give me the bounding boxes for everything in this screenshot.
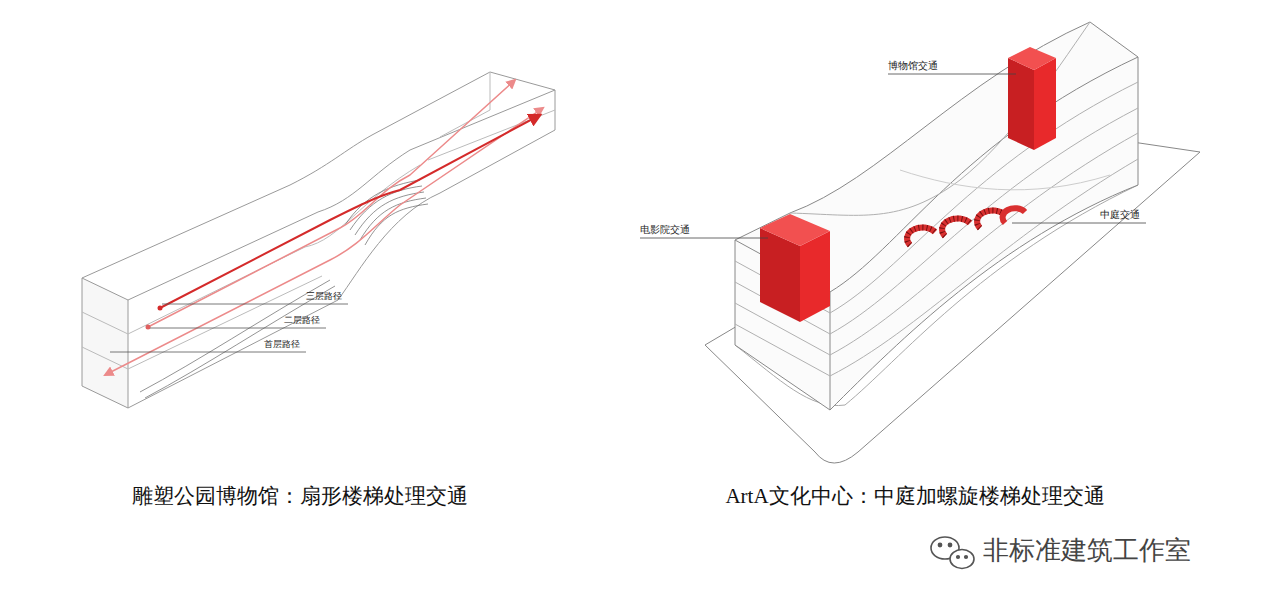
floor-line	[735, 108, 1138, 334]
caption: ArtA文化中心：中庭加螺旋楼梯处理交通	[725, 484, 1104, 508]
spiral-stair	[907, 227, 935, 245]
leader-line	[888, 74, 1016, 75]
wechat-icon	[931, 537, 974, 569]
eye	[938, 543, 941, 546]
stair-line	[350, 186, 422, 230]
stair-line	[345, 180, 420, 225]
path-label: 首层路径	[264, 339, 300, 349]
route-line	[148, 80, 515, 327]
leader-line	[640, 238, 768, 239]
floor-line	[735, 133, 1138, 355]
stair-line	[365, 204, 428, 245]
edge	[440, 72, 490, 137]
edge	[410, 90, 555, 150]
museum-volume	[82, 72, 555, 408]
path-label: 二层路径	[284, 315, 320, 325]
callout-label: 中庭交通	[1100, 209, 1140, 221]
spiral-stairs	[907, 208, 1025, 245]
leader-line	[1012, 223, 1146, 224]
center-volume	[735, 22, 1138, 410]
fan-stair	[140, 180, 428, 398]
spiral-stair	[907, 227, 935, 245]
edge	[82, 185, 290, 278]
route-line	[105, 108, 543, 375]
core-face	[800, 231, 830, 322]
leader-line	[162, 304, 348, 305]
path-label: 三层路径	[306, 291, 342, 301]
leader-line	[150, 328, 326, 329]
edge	[372, 72, 555, 193]
core-face	[760, 214, 830, 246]
leader-line	[110, 352, 306, 353]
route-line	[160, 115, 540, 308]
callout-label: 博物馆交通	[888, 60, 938, 72]
floor-line	[82, 276, 322, 369]
core-face	[1034, 58, 1056, 150]
core-face	[1008, 58, 1034, 150]
caption: 雕塑公园博物馆：扇形楼梯处理交通	[132, 484, 468, 508]
route-dot	[146, 325, 151, 330]
end-face	[82, 278, 128, 408]
eye	[957, 556, 960, 559]
eye	[965, 556, 968, 559]
route-dot	[158, 306, 163, 311]
leader-lines	[640, 74, 1146, 238]
cinema-core	[760, 214, 830, 322]
watermark: 非标准建筑工作室	[983, 536, 1191, 566]
callout-label: 电影院交通	[640, 224, 690, 236]
spiral-stair	[942, 218, 970, 236]
eye	[948, 543, 951, 546]
twist-curve	[790, 22, 1090, 215]
stair-line	[140, 280, 330, 392]
bubble	[950, 550, 974, 569]
leader-lines	[110, 304, 348, 352]
twist-edge	[290, 135, 372, 185]
core-face	[1008, 47, 1056, 70]
outline	[735, 22, 1138, 410]
edge	[830, 292, 831, 410]
atrium-curve	[900, 170, 1110, 190]
floor-line	[735, 159, 1138, 376]
spiral-stair	[1003, 208, 1025, 223]
twist-edge	[305, 165, 420, 247]
paths	[105, 80, 543, 375]
spiral-stair	[942, 218, 970, 236]
museum-core	[1008, 47, 1056, 150]
stair-line	[145, 286, 335, 398]
